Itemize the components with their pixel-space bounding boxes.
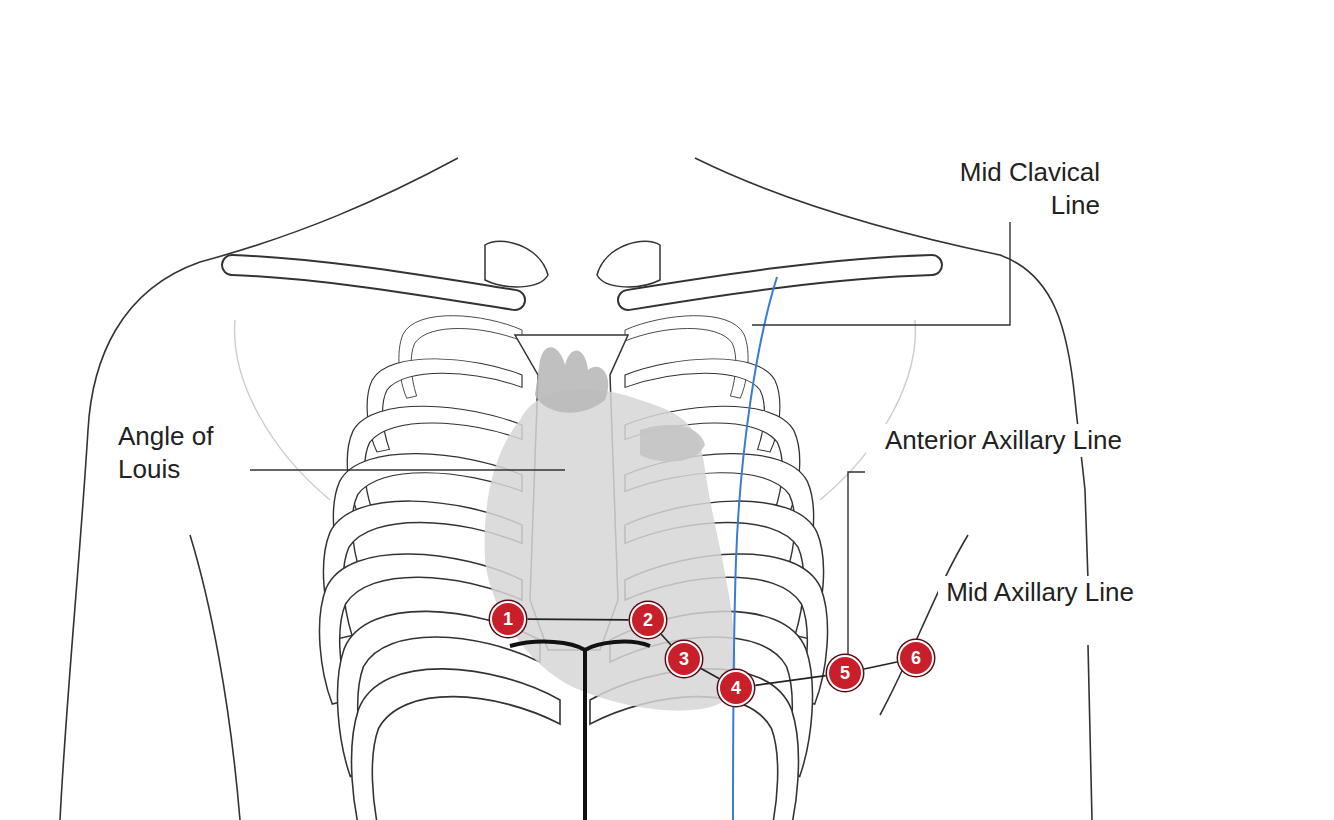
line-label: Mid Axillary Line (938, 576, 1136, 609)
electrode-number: 3 (679, 650, 689, 668)
electrode-number: 4 (731, 679, 741, 697)
lead-connector (701, 668, 719, 678)
lead-connector (661, 634, 671, 644)
clavicles (232, 241, 932, 300)
mid-clavicular-line (733, 277, 777, 820)
line-label: Angle of Louis (116, 420, 250, 486)
electrode-number: 5 (840, 664, 850, 682)
electrode-marker: 3 (666, 641, 702, 677)
electrode-number: 1 (503, 610, 513, 628)
electrode-marker: 5 (827, 655, 863, 691)
lead-connector (528, 618, 629, 620)
electrode-marker: 1 (490, 601, 526, 637)
electrode-number: 6 (911, 649, 921, 667)
bracket (510, 642, 650, 820)
lead-connector (755, 676, 825, 686)
heart (485, 347, 736, 710)
lead-connector (864, 662, 897, 669)
line-label: Anterior Axillary Line (866, 424, 1124, 457)
line-label: Mid Clavical Line (903, 156, 1102, 222)
body-outline (60, 158, 1092, 820)
electrode-marker: 6 (898, 640, 934, 676)
electrode-number: 2 (643, 611, 653, 629)
electrode-marker: 4 (718, 670, 754, 706)
electrode-marker: 2 (630, 602, 666, 638)
